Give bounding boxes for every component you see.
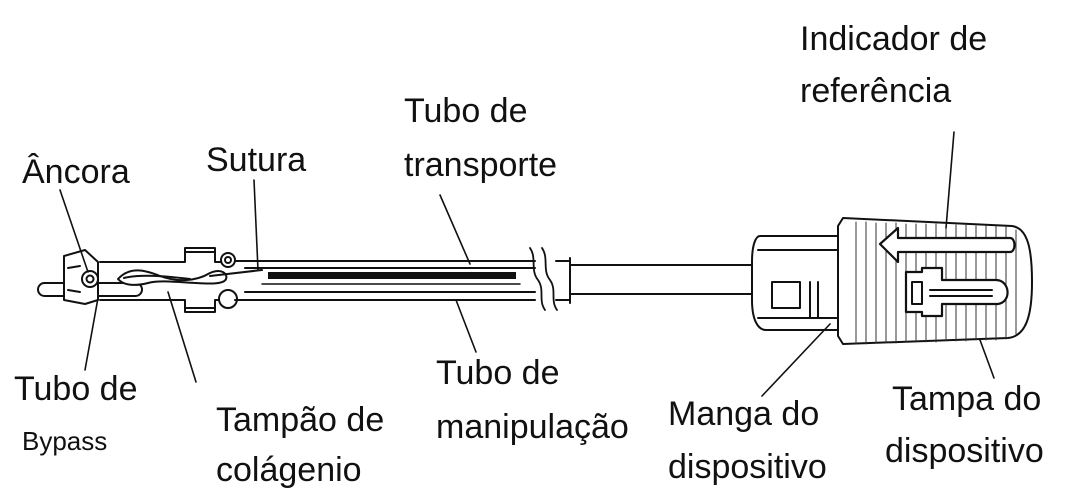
label-tampa-line2: dispositivo: [885, 432, 1044, 470]
reference-arrow: [878, 226, 1016, 264]
label-indicador-line1: Indicador de: [800, 20, 988, 58]
device-cap: [837, 217, 1033, 345]
tube-assembly: [209, 247, 761, 311]
label-indicador-line2: referência: [800, 72, 952, 110]
label-tubo-manip-line2: manipulação: [436, 408, 629, 446]
label-manga-line2: dispositivo: [668, 448, 827, 486]
label-tubo-manip-line1: Tubo de: [436, 354, 560, 392]
label-tubo-transporte-line1: Tubo de: [404, 92, 528, 130]
label-tampao-line2: colágenio: [216, 451, 362, 489]
label-tubo-bypass-line2: Bypass: [22, 426, 108, 456]
label-manga-line1: Manga do: [668, 395, 820, 433]
collagen-bar: [268, 272, 516, 279]
label-tubo-transporte-line2: transporte: [404, 146, 558, 184]
label-ancora: Âncora: [22, 153, 130, 191]
label-tubo-bypass-line1: Tubo de: [14, 370, 138, 408]
label-tampa-line1: Tampa do: [892, 380, 1042, 418]
label-sutura: Sutura: [206, 141, 307, 179]
leader-lines: [59, 131, 995, 397]
label-tampao-line1: Tampão de: [216, 401, 385, 439]
collagen-housing: [99, 247, 238, 313]
device-sleeve: [751, 235, 839, 331]
